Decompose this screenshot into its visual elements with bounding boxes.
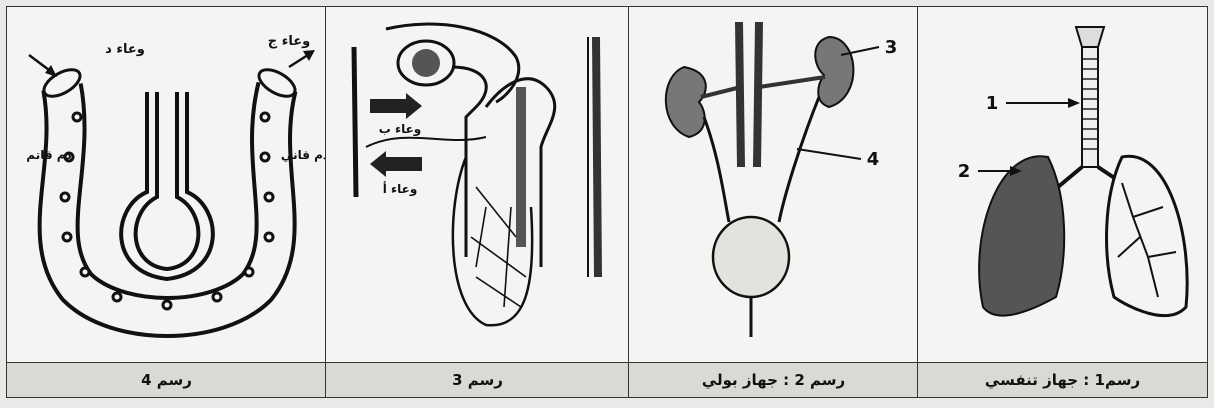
urinary-bladder bbox=[713, 217, 789, 297]
lung-left bbox=[979, 156, 1064, 315]
panel-figure-2: 3 4 رسم 2 : جهاز بولي bbox=[628, 6, 919, 398]
label-vessel-b: وعاء ب bbox=[379, 122, 422, 137]
capillary-loop-drawing: وعاء د وعاء ج دم قاتم دم قاني bbox=[7, 7, 325, 363]
caption-figure-2: رسم 2 : جهاز بولي bbox=[629, 362, 918, 397]
tubule-outer bbox=[121, 92, 213, 279]
ureter-left bbox=[704, 117, 729, 222]
panel-figure-1: 1 2 رسم1 : جهاز تنفسي bbox=[917, 6, 1208, 398]
panel-figure-4: وعاء د وعاء ج دم قاتم دم قاني رسم 4 bbox=[6, 6, 327, 398]
nephron-drawing: وعاء ب وعاء أ bbox=[326, 7, 628, 363]
label-3: 3 bbox=[885, 37, 898, 58]
vessel-right bbox=[596, 37, 598, 277]
lung-right bbox=[1107, 156, 1188, 315]
panel-figure-3: وعاء ب وعاء أ رسم 3 bbox=[325, 6, 630, 398]
caption-figure-4: رسم 4 bbox=[7, 362, 326, 397]
kidney-left bbox=[666, 67, 706, 137]
label-dark-blood: دم قاتم bbox=[26, 148, 71, 163]
label-vessel-a: وعاء أ bbox=[383, 181, 418, 197]
label-light-blood: دم قاني bbox=[281, 148, 325, 163]
label-1: 1 bbox=[986, 93, 999, 114]
label-vessel-c: وعاء ج bbox=[268, 34, 310, 49]
label-2: 2 bbox=[958, 161, 971, 182]
vessel-left bbox=[354, 47, 356, 197]
label-4: 4 bbox=[867, 149, 880, 170]
caption-figure-3: رسم 3 bbox=[326, 362, 629, 397]
glomerulus bbox=[412, 49, 440, 77]
proximal-tubule bbox=[452, 67, 486, 257]
caption-figure-1: رسم1 : جهاز تنفسي bbox=[918, 362, 1207, 397]
label-vessel-d: وعاء د bbox=[105, 42, 145, 57]
arrow-vessel-b bbox=[370, 93, 422, 119]
vessel-inner bbox=[59, 87, 277, 317]
urinary-system-drawing: 3 4 bbox=[629, 7, 917, 363]
respiratory-system-drawing: 1 2 bbox=[918, 7, 1206, 363]
larynx bbox=[1076, 27, 1104, 47]
major-vessels bbox=[739, 22, 759, 167]
arrow-vessel-a bbox=[370, 151, 422, 177]
ureter-right bbox=[779, 97, 819, 222]
kidney-right bbox=[815, 37, 853, 107]
